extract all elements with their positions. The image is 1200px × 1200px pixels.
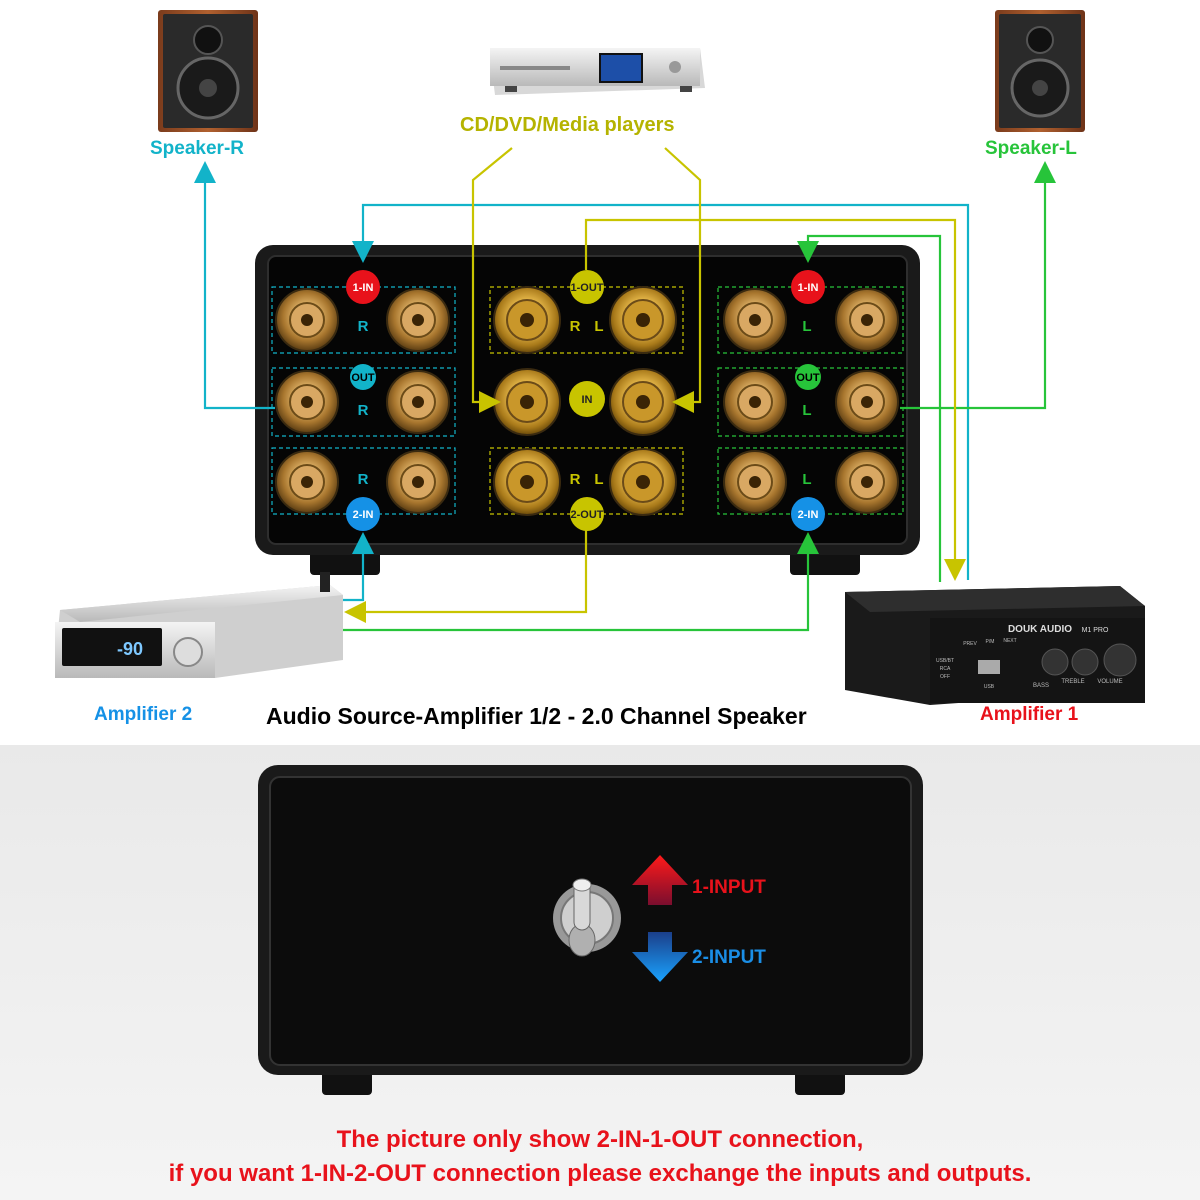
channel-letter: R [570, 471, 581, 488]
badge-in-center: IN [569, 381, 605, 417]
channel-letter: L [802, 318, 811, 335]
rca-jack [493, 448, 561, 516]
badge-label: 1-IN [353, 282, 374, 294]
badge-out-right: OUT [795, 364, 821, 390]
binding-post [386, 370, 450, 434]
wire-amp1-to-right-1in [797, 234, 942, 582]
amp1-btn-next: NEXT [1003, 638, 1016, 644]
channel-letter: L [594, 471, 603, 488]
binding-post [275, 450, 339, 514]
amp1-knob-volume: VOLUME [1097, 679, 1122, 685]
wire-amp2-to-right-2in [343, 532, 819, 632]
up-arrow-icon [632, 855, 688, 905]
channel-letter: R [358, 471, 369, 488]
badge-label: 1-OUT [571, 282, 604, 294]
rca-jack [609, 286, 677, 354]
badge-label: IN [582, 394, 593, 406]
binding-post [275, 370, 339, 434]
wire-speaker-l-out [900, 161, 1056, 410]
amp1-knob-treble: TREBLE [1061, 679, 1084, 685]
binding-post [386, 288, 450, 352]
binding-post [723, 450, 787, 514]
amplifier-1-label: Amplifier 1 [980, 704, 1079, 725]
rear-up-label: 1-INPUT [692, 877, 766, 898]
badge-in2-left: 2-IN [346, 497, 380, 531]
binding-post [275, 288, 339, 352]
wire-amp2-to-left-2in [343, 532, 374, 602]
channel-letter: R [358, 402, 369, 419]
group-center-1out [489, 286, 684, 354]
amp1-btn-pm: P/M [986, 639, 995, 645]
badge-in1-right: 1-IN [791, 270, 825, 304]
binding-post [835, 370, 899, 434]
speaker-left [995, 10, 1085, 132]
badge-label: OUT [796, 372, 820, 384]
channel-letter: L [802, 402, 811, 419]
rca-jack [493, 368, 561, 436]
amp1-input-off: OFF [940, 674, 950, 680]
wire-2out-to-amp2 [344, 527, 588, 623]
speaker-r-label: Speaker-R [150, 138, 244, 159]
badge-out1-center: 1-OUT [570, 270, 604, 304]
binding-post [723, 370, 787, 434]
media-player-label: CD/DVD/Media players [460, 114, 675, 136]
amp1-btn-prev: PREV [963, 641, 977, 647]
speaker-right [158, 10, 258, 132]
group-center-2out [489, 447, 684, 515]
amp1-brand: DOUK AUDIO [1008, 624, 1072, 635]
channel-letter: L [594, 318, 603, 335]
badge-out2-center: 2-OUT [570, 497, 604, 531]
binding-post [835, 450, 899, 514]
rear-down-label: 2-INPUT [692, 947, 766, 968]
amp1-input-usbbt: USB/BT [936, 658, 954, 664]
badge-label: 2-IN [353, 509, 374, 521]
badge-in2-right: 2-IN [791, 497, 825, 531]
rca-jack [493, 286, 561, 354]
channel-letter: L [802, 471, 811, 488]
wire-media-to-in-r [471, 147, 513, 413]
amplifier-2-device: -90 [55, 572, 343, 678]
badge-out-left: OUT [350, 364, 376, 390]
diagram-title: Audio Source-Amplifier 1/2 - 2.0 Channel… [266, 703, 807, 729]
channel-letter: R [570, 318, 581, 335]
wire-amp1-to-left-1in [352, 203, 970, 580]
binding-post [835, 288, 899, 352]
amplifier-1-device: DOUK AUDIO M1 PRO BASS TREBLE VOLUME PRE… [845, 586, 1145, 705]
amp1-usb-label: USB [984, 684, 995, 690]
badge-label: 2-IN [798, 509, 819, 521]
toggle-switch[interactable] [553, 878, 621, 957]
media-player [490, 48, 705, 95]
rca-jack [609, 368, 677, 436]
amp1-model: M1 PRO [1082, 627, 1109, 634]
binding-post [386, 450, 450, 514]
badge-label: 2-OUT [571, 509, 604, 521]
speaker-l-label: Speaker-L [985, 138, 1077, 159]
badge-label: OUT [351, 372, 375, 384]
wire-speaker-r-out [194, 161, 275, 410]
badge-label: 1-IN [798, 282, 819, 294]
amp1-input-rca: RCA [940, 666, 951, 672]
note-line-1: The picture only show 2-IN-1-OUT connect… [336, 1126, 864, 1153]
down-arrow-icon [632, 932, 688, 982]
rca-jack [609, 448, 677, 516]
amplifier-2-label: Amplifier 2 [94, 704, 193, 725]
wire-1out-to-amp1 [584, 218, 966, 581]
group-left-2in [271, 447, 456, 515]
binding-post [723, 288, 787, 352]
wire-media-to-in-l [664, 147, 702, 413]
badge-in1-left: 1-IN [346, 270, 380, 304]
amp1-knob-bass: BASS [1033, 683, 1049, 689]
amp2-display: -90 [117, 639, 143, 659]
note-line-2: if you want 1-IN-2-OUT connection please… [168, 1160, 1032, 1187]
channel-letter: R [358, 318, 369, 335]
